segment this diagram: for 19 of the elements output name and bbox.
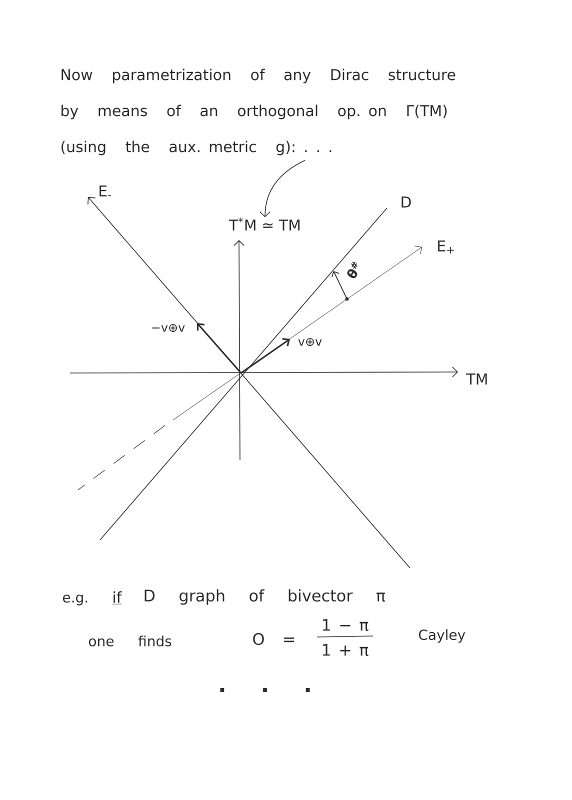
vector-label: −v⊕v [152,324,185,332]
note-text: if [112,591,122,604]
axis-label: T$^{*}$M ≃ TM [228,217,300,230]
line-label: D [402,196,411,208]
formula-text: 1 + π [322,644,368,656]
axis-label: TM [466,374,487,384]
ellipsis: . . . [220,688,310,692]
note-text: D graph of bivector π [144,589,386,605]
note-text: Cayley [418,629,466,643]
curved-arrow [260,160,306,218]
line-label: E$_{-}$ [100,185,111,196]
note-text: e.g. [62,594,88,606]
formula-text: O = [253,632,294,646]
note-text: one finds [88,636,172,646]
arrow-label: θ$^{#}$ [347,261,358,278]
vector-label: v⊕v [298,338,322,346]
note-text: Now parametrization of any Dirac structure by means of an orthogonal op. on Γ(TM) (using the aux. metric g): . . . [61,68,456,156]
line-label: E$_{+}$ [438,240,454,254]
formula-text: 1 − π [322,619,368,631]
